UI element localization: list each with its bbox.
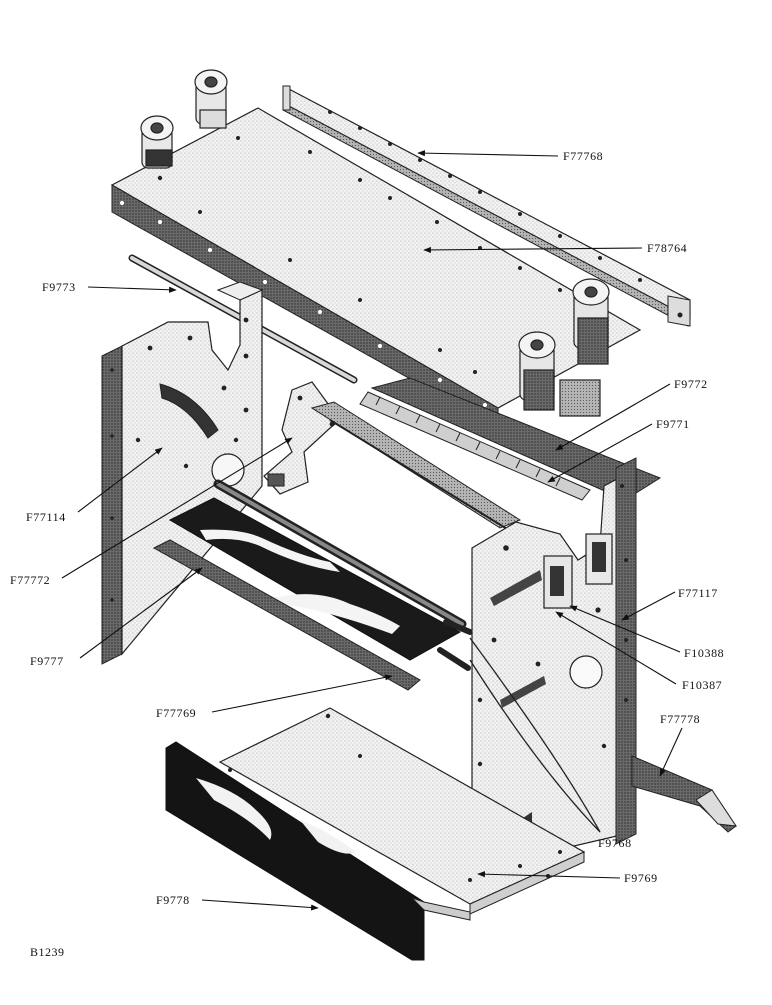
callout-arrows [61,150,683,911]
label-f10387: F10387 [682,678,722,692]
front-plate-part [165,741,471,961]
label-f77769: F77769 [156,706,196,720]
label-f9769: F9769 [624,871,658,885]
roller-sheet-part [152,479,473,691]
label-f9771: F9771 [656,417,690,431]
bracket-part [263,381,341,495]
label-f9778: F9778 [156,893,190,907]
label-f9772: F9772 [674,377,708,391]
left-side-frame-part [101,281,264,665]
label-f77114: F77114 [26,510,66,524]
cross-shaft [310,401,522,533]
label-f9773: F9773 [42,280,76,294]
label-f10388: F10388 [684,646,724,660]
label-f9768: F9768 [598,836,632,850]
label-f77117: F77117 [678,586,718,600]
figure-code: B1239 [30,945,65,959]
right-side-frame-part [471,457,637,867]
label-f9777: F9777 [30,654,64,668]
post-assembly-right [518,278,610,417]
leader-lines-f9768 [469,637,601,833]
post-assembly-left [140,69,228,169]
label-f78764: F78764 [647,241,687,255]
label-f77772: F77772 [10,573,50,587]
angle-bar-part [282,85,691,327]
bottom-plate-part [218,707,586,915]
label-f77778: F77778 [660,712,700,726]
label-f77768: F77768 [563,149,603,163]
top-plate-part [110,107,642,429]
strip-part [631,755,738,833]
hinge-part [359,377,662,501]
part-labels: F77768 F78764 F9773 F9772 F9771 F77114 F… [10,149,724,959]
